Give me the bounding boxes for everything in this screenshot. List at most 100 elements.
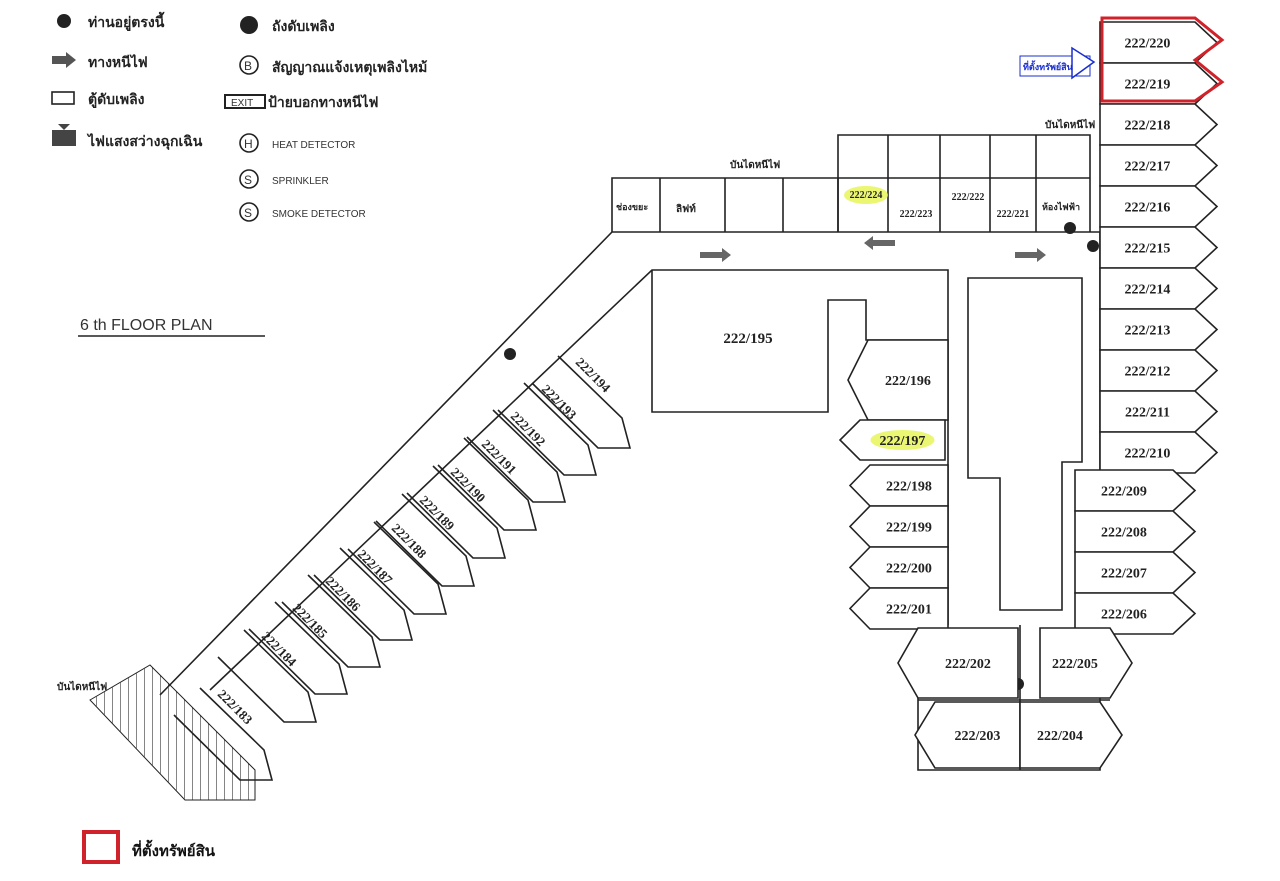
legend-fire-hose: ตู้ดับเพลิง [88,92,145,108]
legend-sprinkler: SPRINKLER [272,176,329,187]
property-location-swatch [82,830,120,864]
legend-fire-extinguisher: ถังดับเพลิง [272,19,335,35]
unit-label: 222/217 [1125,160,1171,175]
fire-hose-cabinet-icon [51,91,75,105]
fire-extinguisher-icon [240,16,258,34]
legend-emergency-light: ไฟแสงสว่างฉุกเฉิน [86,132,203,150]
fire-alarm-icon [239,55,259,75]
unit-222-198[interactable]: 222/198 [848,464,949,507]
exit-arrow-icon [52,52,76,68]
unit-label: 222/201 [886,603,932,618]
unit-222-214[interactable]: 222/214 [1099,267,1219,310]
unit-label: 222/210 [1125,447,1171,462]
unit-label: 222/215 [1125,242,1171,257]
exit-arrow-icon [1015,248,1046,262]
unit-222-213[interactable]: 222/213 [1099,308,1219,351]
unit-label: 222/196 [885,374,931,389]
unit-222-221[interactable]: 222/221 [997,209,1030,220]
unit-222-223[interactable]: 222/223 [900,209,933,220]
unit-label: 222/205 [1052,657,1098,672]
unit-label: 222/219 [1125,78,1171,93]
unit-label: 222/211 [1125,406,1170,421]
unit-label: 222/199 [886,521,932,536]
svg-text:EXIT: EXIT [231,98,253,109]
unit-label: 222/209 [1101,485,1147,500]
unit-222-210[interactable]: 222/210 [1099,431,1219,474]
legend-heat-detector: HEAT DETECTOR [272,140,355,151]
unit-label: 222/218 [1125,119,1171,134]
legend-smoke-detector: SMOKE DETECTOR [272,209,366,220]
unit-label: 222/204 [1037,729,1083,744]
unit-222-195[interactable]: 222/195 [723,331,772,347]
svg-text:B: B [244,59,252,73]
unit-label: 222/214 [1125,283,1171,298]
emergency-light-icon [52,130,76,146]
unit-222-218[interactable]: 222/218 [1099,103,1219,146]
fire-extinguisher-marker [504,348,516,360]
unit-222-216[interactable]: 222/216 [1099,185,1219,228]
units: 222/220 222/219 222/218 222/217 222/216 222/2… [173,16,1225,781]
sprinkler-icon [239,169,259,189]
unit-222-196[interactable]: 222/196 [847,339,949,421]
unit-label: 222/208 [1101,526,1147,541]
legend: ท่านอยู่ตรงนี้ ทางหนีไฟ ตู้ดับเพลิง ไฟแส… [51,11,427,222]
exit-arrow-icon [864,236,895,250]
unit-label: 222/203 [955,729,1001,744]
building-outline [89,134,1110,801]
unit-222-207[interactable]: 222/207 [1074,551,1197,594]
legend-exit-sign: ป้ายบอกทางหนีไฟ [268,93,378,111]
unit-label: 222/212 [1125,365,1171,380]
unit-222-206[interactable]: 222/206 [1074,592,1197,635]
unit-label: 222/197 [880,434,926,449]
unit-222-202[interactable]: 222/202 [897,627,1019,699]
unit-222-199[interactable]: 222/199 [848,505,949,548]
unit-label: 222/200 [886,562,932,577]
unit-222-187[interactable]: 222/187 [313,546,414,641]
garbage-chute-label: ช่องขยะ [616,202,648,212]
unit-label: 222/220 [1125,37,1171,52]
unit-222-185[interactable]: 222/185 [248,600,349,695]
unit-222-215[interactable]: 222/215 [1099,226,1219,269]
svg-text:S: S [244,173,252,187]
smoke-detector-icon [239,202,259,222]
unit-222-222[interactable]: 222/222 [952,192,985,203]
fire-extinguisher-marker [1064,222,1076,234]
unit-222-209[interactable]: 222/209 [1074,469,1197,512]
exit-arrow-icon [700,248,731,262]
unit-222-200[interactable]: 222/200 [848,546,949,589]
unit-222-203[interactable]: 222/203 [914,701,1021,769]
unit-222-208[interactable]: 222/208 [1074,510,1197,553]
unit-222-186[interactable]: 222/186 [281,573,382,668]
unit-label: 222/206 [1101,608,1147,623]
unit-222-217[interactable]: 222/217 [1099,144,1219,187]
property-callout-label: ที่ตั้งทรัพย์สิน [1023,60,1074,72]
legend-fire-alarm: สัญญาณแจ้งเหตุเพลิงไหม้ [272,58,427,76]
unit-222-219[interactable]: 222/219 [1099,62,1219,105]
legend-you-are-here: ท่านอยู่ตรงนี้ [88,11,165,31]
unit-label: 222/202 [945,657,991,672]
unit-222-197[interactable]: 222/197 [838,419,946,461]
you-are-here-icon [57,14,71,28]
fire-extinguisher-marker [1087,240,1099,252]
unit-222-204[interactable]: 222/204 [1019,701,1123,769]
unit-222-205[interactable]: 222/205 [1039,627,1133,699]
unit-222-188[interactable]: 222/188 [347,520,448,615]
unit-222-212[interactable]: 222/212 [1099,349,1219,392]
unit-222-211[interactable]: 222/211 [1099,390,1219,433]
unit-222-191[interactable]: 222/191 [437,436,538,531]
unit-label: 222/213 [1125,324,1171,339]
electrical-room-label: ห้องไฟฟ้า [1042,201,1080,212]
fire-stair-label: บันไดหนีไฟ [1045,118,1095,131]
unit-222-194[interactable]: 222/194 [531,354,632,449]
property-location-legend: ที่ตั้งทรัพย์สิน [132,839,216,860]
lift-label: ลิฟท์ [676,203,696,215]
legend-fire-exit: ทางหนีไฟ [88,53,148,71]
fire-stair-label: บันไดหนีไฟ [730,158,780,171]
unit-222-201[interactable]: 222/201 [848,587,949,630]
exit-sign-icon [224,94,266,109]
svg-text:S: S [244,206,252,220]
unit-222-224[interactable]: 222/224 [850,190,883,201]
unit-label: 222/198 [886,480,932,495]
unit-label: 222/207 [1101,567,1147,582]
